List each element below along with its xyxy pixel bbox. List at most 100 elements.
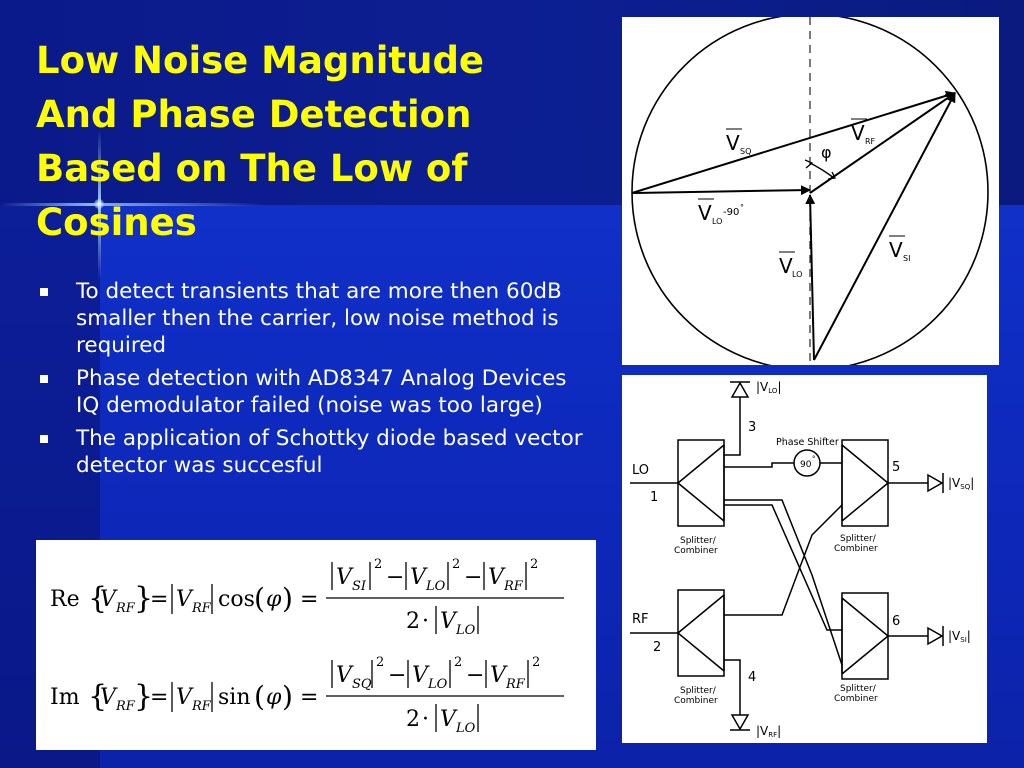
sparkle-horizontal [0, 203, 260, 206]
svg-text:6: 6 [892, 614, 900, 629]
svg-text:φ: φ [266, 685, 282, 710]
svg-text:Splitter/: Splitter/ [680, 686, 717, 696]
svg-text:V: V [336, 565, 354, 590]
formula-box: Re { V RF } = V RF cos ( φ ) = V SI 2 − … [36, 540, 596, 750]
svg-text:LO: LO [427, 677, 448, 692]
out-vsi: |VSI| [948, 629, 971, 644]
re-lo: LO [425, 579, 446, 594]
label-vlo: V [779, 254, 793, 278]
label-phi: φ [821, 143, 832, 162]
phase-shifter-label: Phase Shifter [776, 437, 839, 448]
paren-open: ( [254, 582, 265, 615]
svg-text:5: 5 [892, 460, 900, 475]
svg-text:{: { [88, 679, 107, 714]
svg-text:4: 4 [748, 670, 756, 685]
svg-text:Combiner: Combiner [834, 544, 878, 554]
phase-shifter-icon [793, 449, 821, 477]
svg-text:1: 1 [650, 490, 658, 505]
svg-text:−: − [464, 565, 482, 590]
svg-text:2: 2 [532, 655, 540, 670]
svg-text:=: = [150, 685, 168, 710]
svg-text:2: 2 [406, 707, 420, 732]
port-lo: LO [632, 463, 649, 478]
svg-text:}: } [134, 679, 153, 714]
svg-text:V: V [100, 685, 118, 710]
svg-text:): ) [282, 680, 293, 713]
title-line: Low Noise Magnitude [36, 39, 485, 82]
svg-text:V: V [440, 707, 458, 732]
bullet-text: To detect transients that are more then … [76, 279, 562, 358]
svg-text:Combiner: Combiner [834, 694, 878, 704]
formula-imag: Im { V RF } = V RF sin ( φ ) = V SQ 2 − … [50, 655, 564, 736]
svg-text:Combiner: Combiner [674, 696, 718, 706]
label-vrf: V [851, 121, 865, 145]
svg-text:Splitter/: Splitter/ [840, 684, 877, 694]
svg-text:−: − [388, 663, 406, 688]
bullet-item: The application of Schottky diode based … [36, 425, 596, 479]
svg-text:·: · [422, 609, 429, 634]
svg-text:Combiner: Combiner [674, 546, 718, 556]
re-v: V [100, 587, 118, 612]
combiner-bottom-right [841, 592, 889, 680]
svg-text:·: · [422, 707, 429, 732]
diode-sq-icon [927, 473, 944, 493]
slide-title: Low Noise Magnitude And Phase Detection … [36, 34, 596, 250]
diodes [730, 381, 944, 731]
bullet-item: Phase detection with AD8347 Analog Devic… [36, 365, 596, 419]
svg-text:RF: RF [191, 699, 212, 714]
re-eq2: = [300, 587, 318, 612]
re-v2: V [176, 587, 194, 612]
svg-text:RF: RF [115, 699, 136, 714]
sparkle-star-icon [94, 199, 104, 209]
circuit-labels: Phase Shifter 90 ° LO RF 1 2 3 4 5 6 Spl… [632, 380, 974, 739]
combiner-top-right [841, 439, 889, 527]
svg-text:90: 90 [800, 460, 812, 470]
svg-text:2: 2 [530, 557, 538, 572]
out-vsq: |VSQ| [948, 476, 974, 491]
bullet-square-icon [40, 375, 48, 383]
svg-text:°: ° [812, 455, 816, 463]
circuit-diagram: Phase Shifter 90 ° LO RF 1 2 3 4 5 6 Spl… [622, 375, 987, 743]
svg-text:V: V [336, 663, 354, 688]
splitter-bottom-left [677, 589, 725, 677]
re-eq1: = [150, 587, 168, 612]
svg-text:2: 2 [454, 655, 462, 670]
svg-text:V: V [412, 663, 430, 688]
bullet-list: To detect transients that are more then … [36, 278, 596, 485]
out-vlo: |VLO| [756, 380, 781, 395]
formula-real: Re { V RF } = V RF cos ( φ ) = V SI 2 − … [50, 557, 564, 638]
svg-text:=: = [300, 685, 318, 710]
title-line: Cosines [36, 201, 197, 244]
diode-rf-icon [730, 714, 750, 731]
title-line: And Phase Detection [36, 93, 472, 136]
svg-text:V: V [440, 609, 458, 634]
circuit-svg: Phase Shifter 90 ° LO RF 1 2 3 4 5 6 Spl… [630, 380, 974, 739]
bullet-square-icon [40, 435, 48, 443]
svg-text:(: ( [254, 680, 265, 713]
re-rf: RF [115, 601, 136, 616]
vector-si [813, 92, 956, 361]
svg-text:V: V [176, 685, 194, 710]
bullet-square-icon [40, 288, 48, 296]
svg-text:°: ° [740, 203, 744, 212]
brace-open: { [88, 581, 107, 616]
im-trig: sin [218, 685, 251, 710]
svg-text:V: V [490, 663, 508, 688]
formula-svg: Re { V RF } = V RF cos ( φ ) = V SI 2 − … [50, 557, 564, 736]
phasor-diagram: V SQ V RF φ V LO -90 ° V LO V SI [622, 17, 999, 365]
brace-close: } [134, 581, 153, 616]
svg-text:LO: LO [455, 623, 476, 638]
re-phi: φ [266, 587, 282, 612]
vector-lo [805, 194, 816, 361]
bullet-text: The application of Schottky diode based … [76, 426, 583, 478]
circuit-wires [630, 397, 928, 715]
svg-text:RF: RF [505, 677, 526, 692]
re-fn: Re [50, 587, 80, 612]
phasor-svg: V SQ V RF φ V LO -90 ° V LO V SI [631, 17, 989, 365]
svg-text:LO: LO [712, 217, 722, 226]
svg-text:2: 2 [376, 655, 384, 670]
im-sq: SQ [352, 677, 372, 692]
re-si: SI [352, 579, 367, 594]
label-vlo90: V [698, 201, 712, 225]
label-vsi: V [889, 238, 903, 262]
